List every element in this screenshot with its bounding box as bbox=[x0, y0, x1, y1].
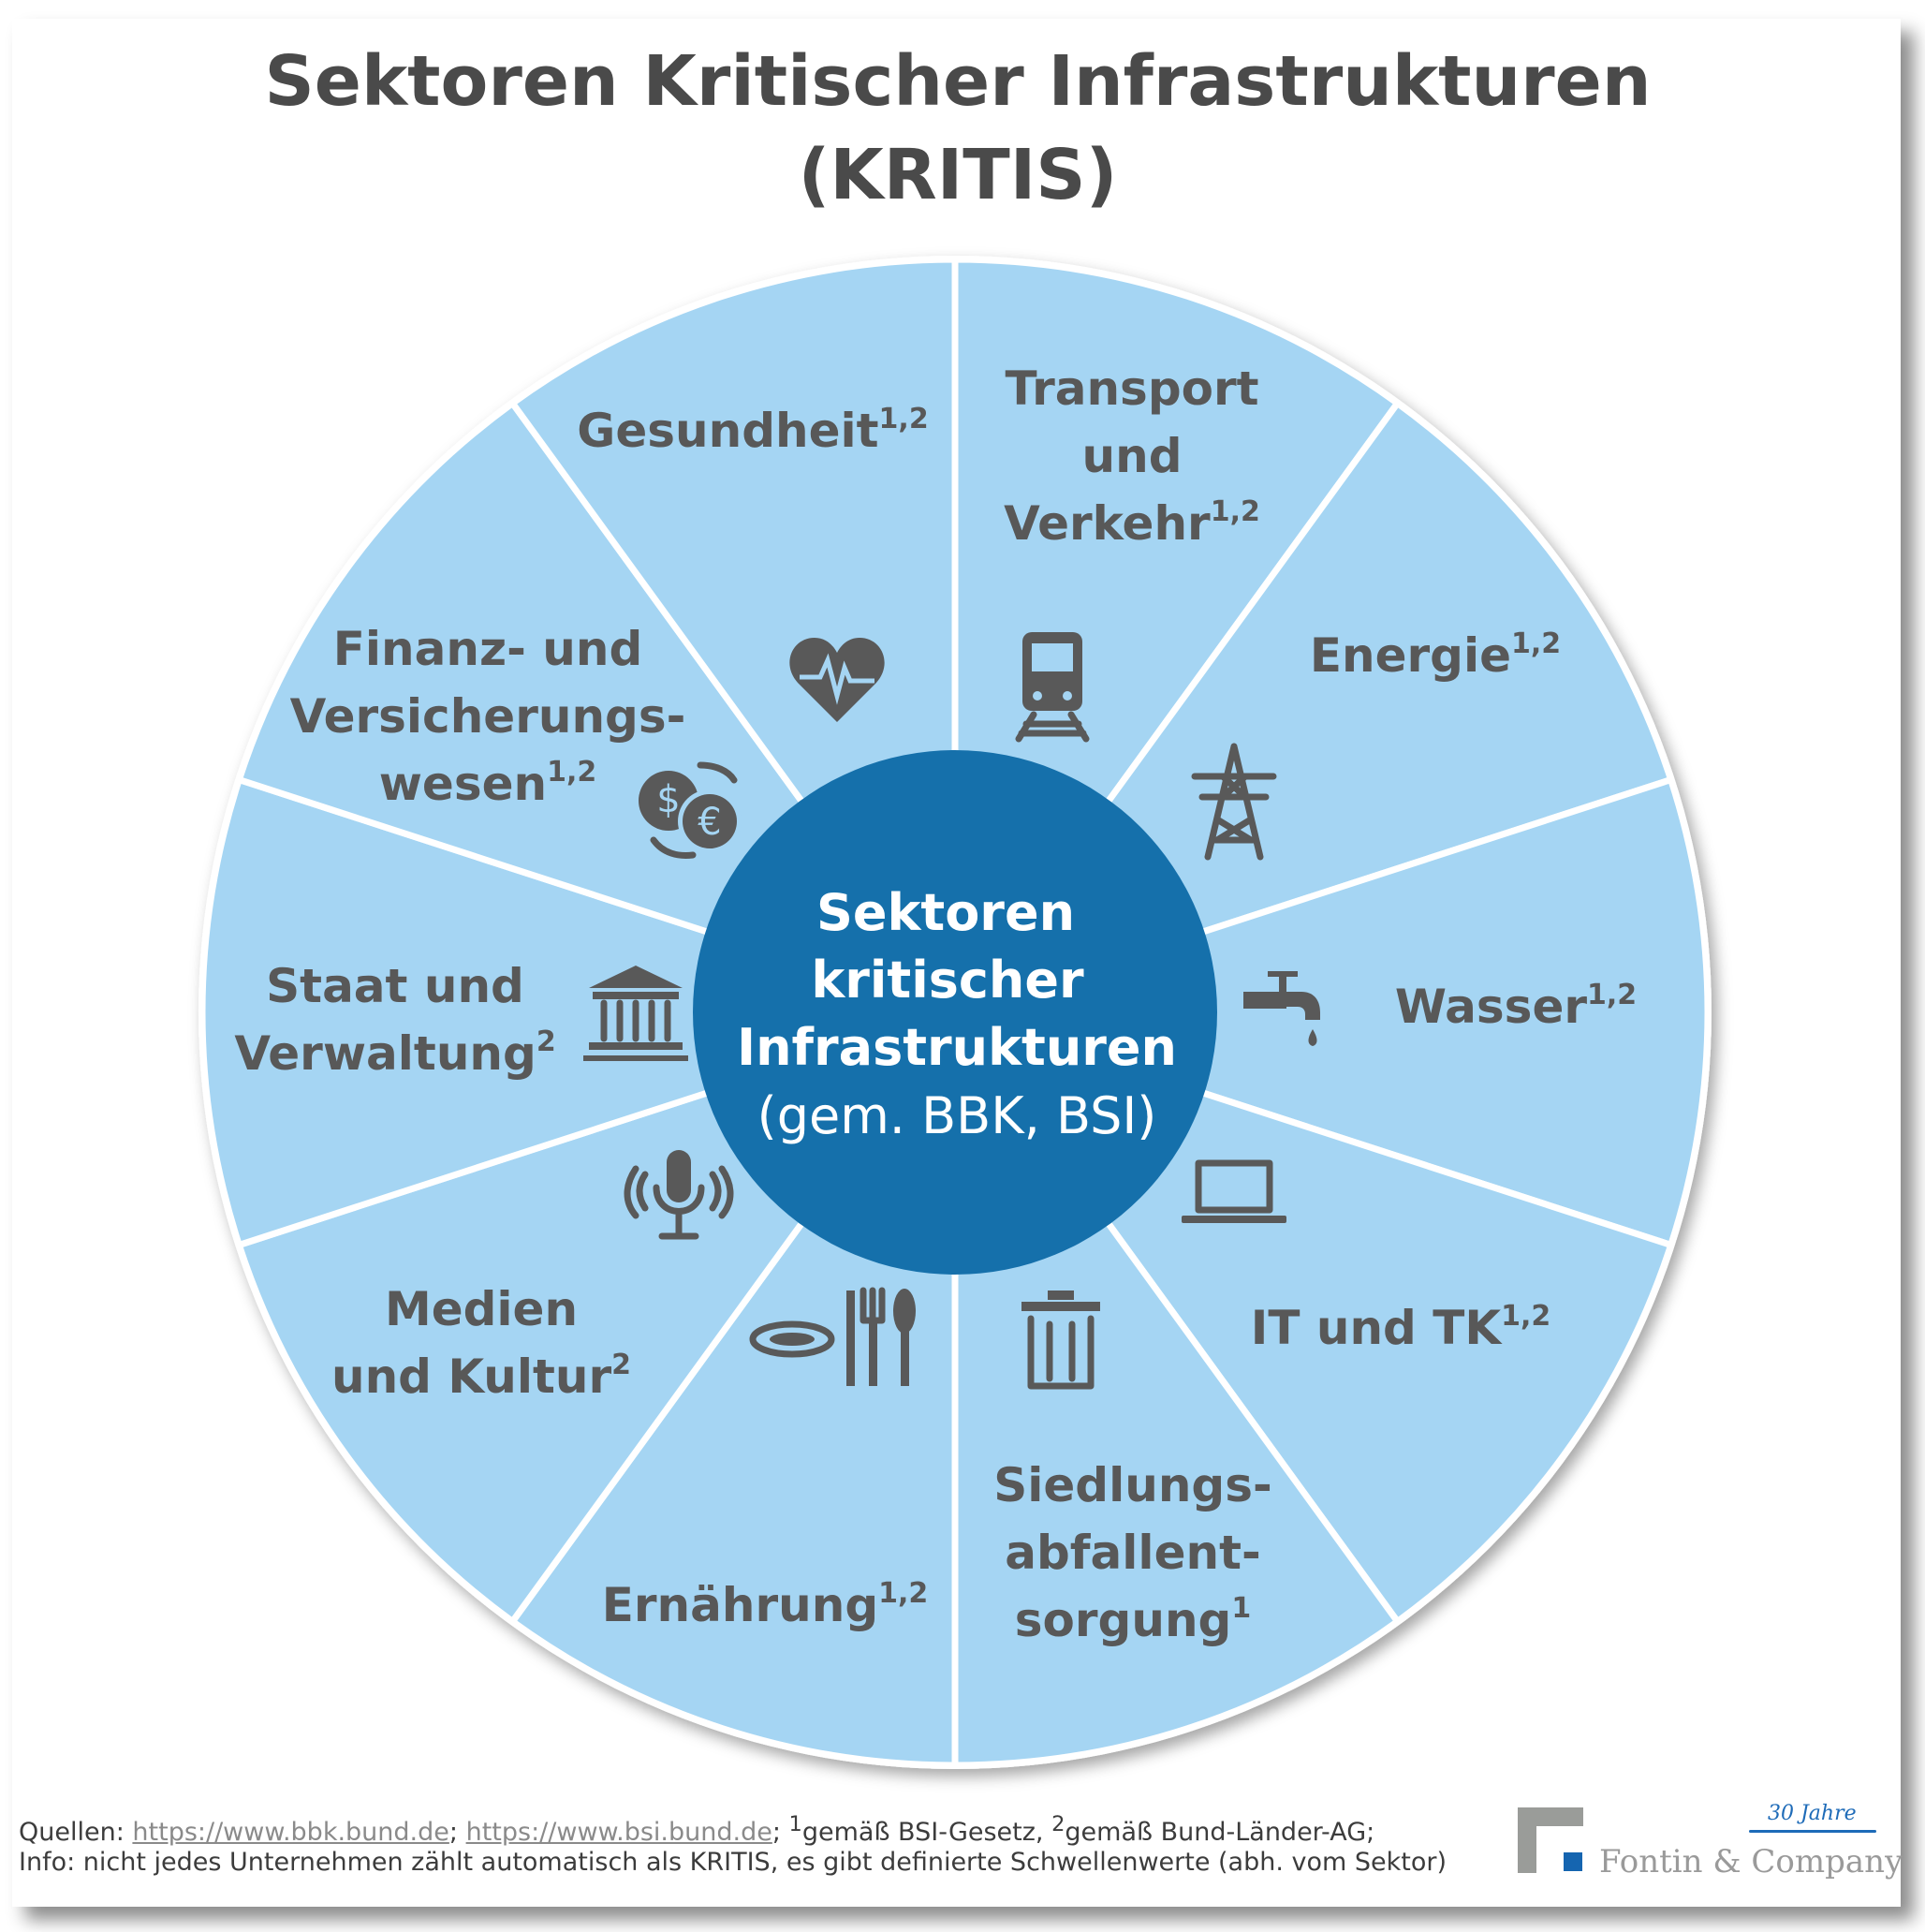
sector-label: Versicherungs- bbox=[290, 689, 686, 744]
title-line-2: (KRITIS) bbox=[799, 135, 1118, 215]
logo-mark-stem bbox=[1518, 1807, 1536, 1873]
sector-footnote-marker: 1,2 bbox=[1587, 979, 1637, 1011]
center-line-2: kritischer bbox=[811, 951, 1084, 1010]
sector-label-text: Ernährung bbox=[602, 1578, 878, 1632]
sector-label: Siedlungs- bbox=[993, 1458, 1272, 1512]
logo-company-name: Fontin & Company bbox=[1599, 1843, 1903, 1880]
bsi-link[interactable]: https://www.bsi.bund.de bbox=[465, 1818, 772, 1847]
currency-exchange-icon: $ € bbox=[639, 761, 742, 859]
center-circle bbox=[693, 750, 1217, 1275]
sector-label-text: Verwaltung bbox=[234, 1026, 536, 1081]
sector-label: Medien bbox=[385, 1282, 578, 1336]
train-icon bbox=[1015, 632, 1090, 743]
center-note: (gem. BBK, BSI) bbox=[757, 1086, 1157, 1145]
sector-label-text: Versicherungs- bbox=[290, 689, 686, 744]
microphone-icon bbox=[624, 1150, 734, 1240]
sector-label: IT und TK1,2 bbox=[1251, 1300, 1551, 1355]
sector-label-text: und Kultur bbox=[331, 1349, 611, 1404]
sector-slice bbox=[198, 775, 966, 1249]
trash-icon bbox=[1021, 1290, 1100, 1390]
svg-text:$: $ bbox=[656, 778, 680, 821]
sector-label-text: Wasser bbox=[1395, 980, 1588, 1034]
center-line-3: Infrastrukturen bbox=[737, 1018, 1177, 1077]
sector-labels: Gesundheit1,2TransportundVerkehr1,2Energ… bbox=[234, 361, 1637, 1647]
sector-label: abfallent- bbox=[1005, 1526, 1260, 1580]
footer-info: Info: nicht jedes Unternehmen zählt auto… bbox=[19, 1848, 1447, 1877]
footnote-2-marker: 2 bbox=[1051, 1812, 1065, 1836]
sector-label-text: Staat und bbox=[266, 959, 524, 1013]
sector-label: und Kultur2 bbox=[331, 1349, 631, 1404]
sector-label-text: Verkehr bbox=[1004, 496, 1211, 551]
sector-label: Verwaltung2 bbox=[234, 1025, 555, 1081]
sector-footnote-marker: 1,2 bbox=[1501, 1300, 1550, 1333]
government-building-icon bbox=[583, 966, 688, 1061]
sector-label-text: Transport bbox=[1005, 361, 1258, 416]
heart-pulse-icon bbox=[789, 638, 885, 722]
sector-label-text: sorgung bbox=[1015, 1593, 1232, 1647]
sector-label: Gesundheit1,2 bbox=[577, 403, 928, 458]
sector-footnote-marker: 1,2 bbox=[1511, 627, 1561, 660]
footer-sources: Quellen: https://www.bbk.bund.de; https:… bbox=[19, 1812, 1374, 1847]
separator: ; bbox=[771, 1818, 781, 1847]
logo-anniversary: 30 Jahre bbox=[1768, 1802, 1857, 1825]
svg-text:€: € bbox=[698, 801, 721, 844]
sector-slice bbox=[944, 775, 1712, 1249]
power-pylon-icon bbox=[1191, 743, 1277, 861]
sector-label: Ernährung1,2 bbox=[602, 1577, 929, 1632]
sector-label-text: abfallent- bbox=[1005, 1526, 1260, 1580]
sector-label: und bbox=[1082, 429, 1183, 483]
separator: ; bbox=[448, 1818, 458, 1847]
center-line-1: Sektoren bbox=[816, 883, 1075, 942]
sector-label: Wasser1,2 bbox=[1395, 979, 1637, 1034]
sector-label-text: und bbox=[1082, 429, 1183, 483]
laptop-icon bbox=[1182, 1159, 1286, 1223]
sector-footnote-marker: 1,2 bbox=[547, 756, 596, 789]
sector-label-text: wesen bbox=[379, 757, 547, 811]
footnote-1-marker: 1 bbox=[788, 1812, 802, 1836]
sector-footnote-marker: 2 bbox=[611, 1349, 631, 1381]
water-tap-icon bbox=[1243, 971, 1320, 1046]
bbk-link[interactable]: https://www.bbk.bund.de bbox=[132, 1818, 449, 1847]
sector-label: Verkehr1,2 bbox=[1004, 495, 1260, 551]
title-line-1: Sektoren Kritischer Infrastrukturen bbox=[264, 41, 1651, 122]
sector-label-text: IT und TK bbox=[1251, 1301, 1504, 1355]
sector-label-text: Finanz- und bbox=[333, 622, 642, 676]
sector-footnote-marker: 1,2 bbox=[878, 1577, 928, 1610]
logo-mark-square bbox=[1564, 1852, 1582, 1871]
sector-label: sorgung1 bbox=[1015, 1592, 1251, 1647]
sector-label: Finanz- und bbox=[333, 622, 642, 676]
sector-label: Energie1,2 bbox=[1310, 627, 1561, 683]
sector-label: Staat und bbox=[266, 959, 524, 1013]
sector-footnote-marker: 1,2 bbox=[1211, 495, 1260, 528]
sector-label-text: Siedlungs- bbox=[993, 1458, 1272, 1512]
footnote-2: gemäß Bund-Länder-AG; bbox=[1065, 1818, 1375, 1847]
sector-label: wesen1,2 bbox=[379, 756, 597, 811]
sector-footnote-marker: 1,2 bbox=[879, 403, 929, 435]
sector-label-text: Medien bbox=[385, 1282, 578, 1336]
sector-footnote-marker: 1 bbox=[1231, 1592, 1251, 1625]
footnote-1: gemäß BSI-Gesetz, bbox=[801, 1818, 1044, 1847]
sector-label-text: Energie bbox=[1310, 628, 1511, 683]
cutlery-icon bbox=[749, 1287, 916, 1386]
logo-swoosh bbox=[1749, 1830, 1876, 1833]
sector-footnote-marker: 2 bbox=[536, 1025, 556, 1058]
sources-label: Quellen: bbox=[19, 1818, 125, 1847]
sector-label: Transport bbox=[1005, 361, 1258, 416]
sector-label-text: Gesundheit bbox=[577, 404, 878, 458]
